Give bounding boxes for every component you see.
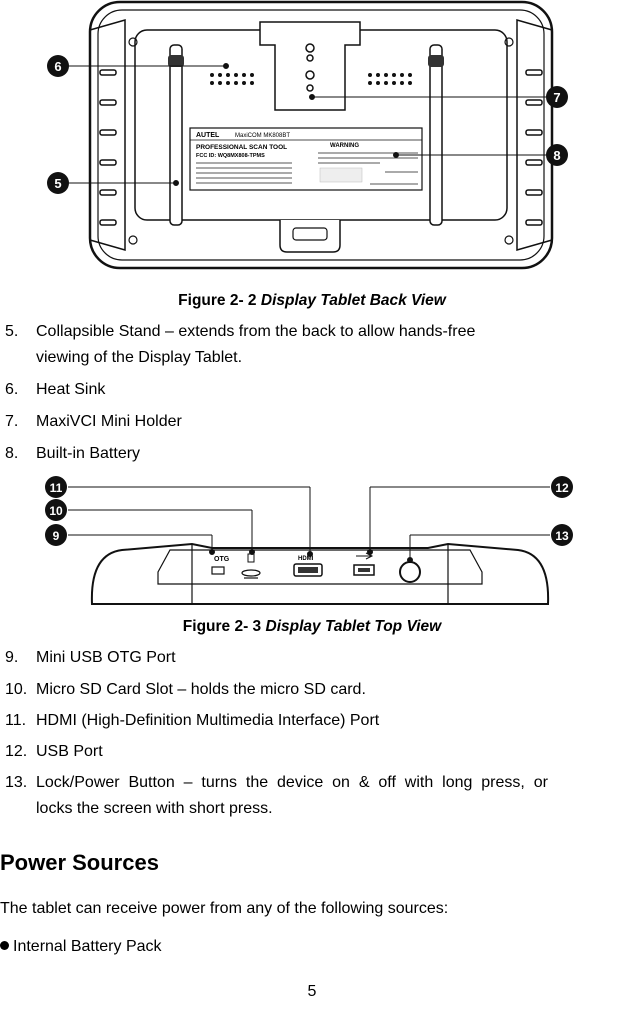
built-in-battery: AUTEL MaxiCOM MK808BT PROFESSIONAL SCAN … (189, 127, 423, 191)
mini-usb-otg-port (211, 566, 225, 575)
lock-power-button (399, 561, 421, 583)
callout-8: 8 (546, 144, 568, 166)
svg-text:5: 5 (54, 176, 61, 191)
heat-sink (210, 73, 412, 85)
callout-10: 10 (45, 499, 67, 521)
section-intro: The tablet can receive power from any of… (0, 900, 449, 917)
caption-prefix: Figure 2- 2 (178, 292, 257, 309)
callout-6: 6 (47, 55, 69, 77)
svg-text:7: 7 (553, 90, 560, 105)
svg-text:10: 10 (49, 504, 63, 518)
svg-text:8: 8 (553, 148, 560, 163)
list-item-continuation: viewing of the Display Tablet. (36, 349, 243, 366)
svg-text:6: 6 (54, 59, 61, 74)
section-heading: Power Sources (0, 850, 159, 875)
callout-5: 5 (47, 172, 69, 194)
figure-caption-back: Figure 2- 2 Display Tablet Back View (0, 292, 624, 310)
collapsible-stand (169, 44, 183, 226)
usb-port (353, 552, 375, 576)
label-warning: WARNING (330, 143, 359, 149)
label-fcc: FCC ID: WQ8MX808-TPMS (196, 153, 265, 159)
callout-13: 13 (551, 524, 573, 546)
figure-caption-top: Figure 2- 3 Display Tablet Top View (0, 618, 624, 636)
port-label-hdmi: HDMI (298, 556, 314, 562)
caption-prefix: Figure 2- 3 (182, 618, 262, 635)
label-model: MaxiCOM MK808BT (235, 133, 290, 139)
callout-12: 12 (551, 476, 573, 498)
maxivci-mini-holder (259, 21, 361, 111)
caption-title: Display Tablet Back View (260, 292, 446, 309)
callout-11: 11 (45, 476, 67, 498)
caption-title: Display Tablet Top View (265, 618, 442, 635)
label-product: PROFESSIONAL SCAN TOOL (196, 144, 287, 151)
figure-top-view: OTG HDMI 11 10 9 12 13 (45, 476, 573, 605)
svg-text:9: 9 (53, 529, 60, 543)
svg-text:12: 12 (555, 481, 569, 495)
label-brand: AUTEL (196, 132, 220, 139)
list-item-continuation: locks the screen with short press. (36, 800, 273, 817)
bullet-item: Internal Battery Pack (0, 938, 162, 956)
bullet-icon (0, 941, 9, 950)
page-number: 5 (307, 983, 317, 1000)
callout-7: 7 (546, 86, 568, 108)
svg-text:13: 13 (555, 529, 569, 543)
port-label-otg: OTG (214, 556, 230, 563)
svg-text:11: 11 (50, 481, 63, 495)
figure-back-view: AUTEL MaxiCOM MK808BT PROFESSIONAL SCAN … (47, 0, 568, 270)
callout-9: 9 (45, 524, 67, 546)
